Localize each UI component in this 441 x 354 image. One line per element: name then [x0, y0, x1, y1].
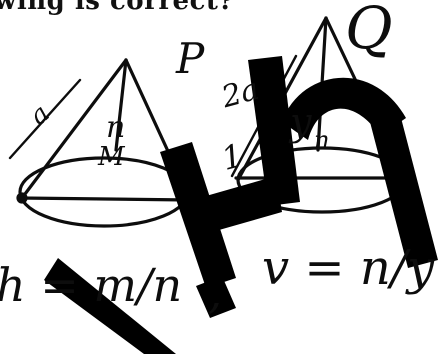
label-n: n — [106, 110, 126, 145]
watermark-stroke — [206, 176, 282, 232]
equation-comma: , — [208, 268, 222, 319]
cone-p-point-left — [16, 192, 28, 204]
cone-p-slant-left — [20, 58, 128, 200]
label-p: P — [176, 34, 205, 83]
label-q: Q — [345, 0, 393, 62]
watermark-stroke — [248, 56, 300, 206]
equation-left: h = m/n — [0, 258, 183, 312]
equation-right: v = n/y — [262, 240, 435, 296]
watermark-stroke — [44, 258, 176, 354]
watermark-stroke — [196, 276, 236, 318]
label-m: M — [98, 142, 125, 172]
watermark-stroke — [370, 114, 438, 268]
label-n-right: n — [314, 126, 330, 154]
label-y: y — [290, 100, 312, 144]
cone-p-a-tick — [8, 78, 82, 160]
cone-p-axis — [114, 58, 128, 152]
watermark — [44, 56, 438, 354]
question-fragment: wing is correct? — [0, 0, 235, 16]
cone-p-diameter — [18, 196, 192, 202]
watermark-stroke — [160, 142, 236, 288]
